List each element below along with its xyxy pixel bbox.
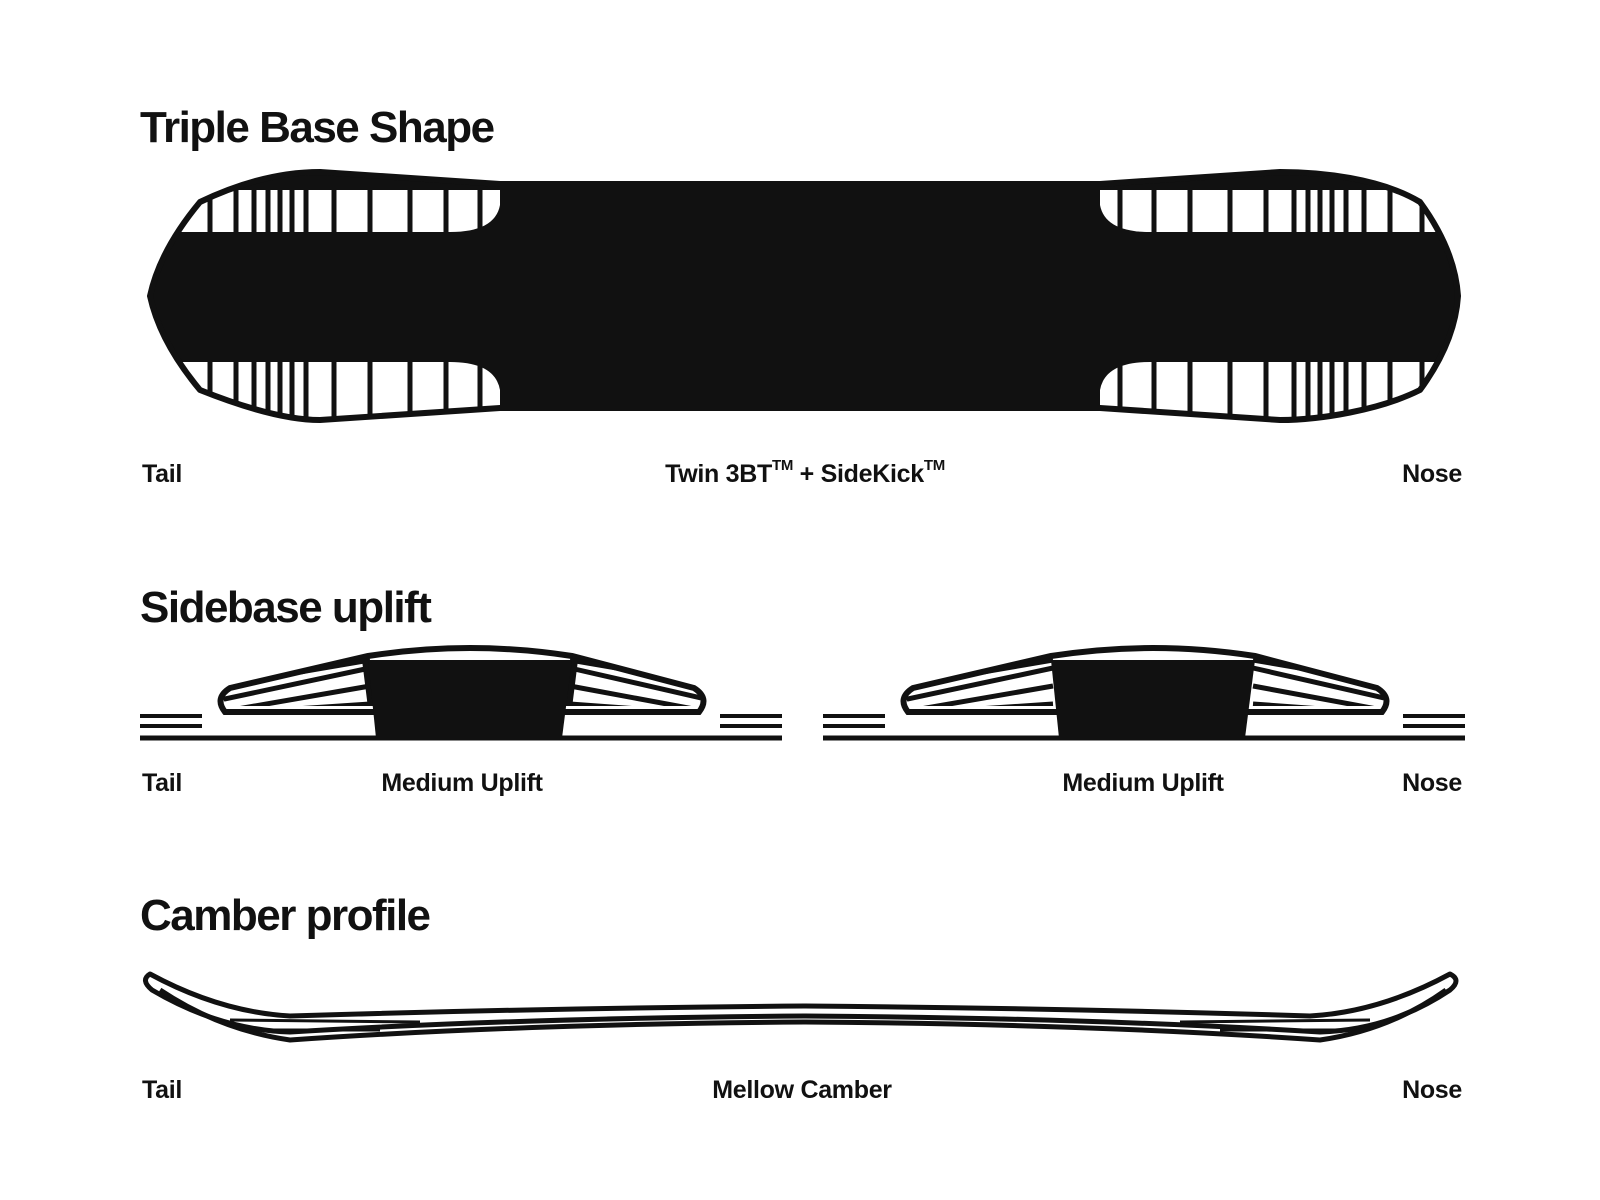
board-outline: [147, 169, 1461, 423]
base-shape-title: Triple Base Shape: [140, 103, 495, 152]
camber-profile-board: [143, 971, 1459, 1043]
tm-mark-1: TM: [771, 457, 794, 474]
sidebase-uplift-left: [217, 644, 707, 738]
base-shape-nose-label: Nose: [1402, 460, 1462, 488]
sidebase-title: Sidebase uplift: [140, 583, 432, 632]
sidebase-tail-label: Tail: [142, 769, 183, 797]
camber-diagram: [143, 971, 1459, 1043]
base-shape-center-label: Twin 3BTTM + SideKickTM: [665, 458, 945, 488]
camber-center-label: Mellow Camber: [712, 1076, 892, 1104]
base-shape-name-1: Twin 3BT: [665, 460, 772, 488]
sidebase-diagram: [140, 644, 1465, 741]
sidebase-right-label: Medium Uplift: [1062, 769, 1224, 797]
camber-nose-label: Nose: [1402, 1076, 1462, 1104]
camber-title: Camber profile: [140, 891, 431, 940]
sidebase-edge-ticks: [140, 714, 1465, 728]
base-shape-diagram: [147, 169, 1461, 423]
sidebase-nose-label: Nose: [1402, 769, 1462, 797]
tm-mark-2: TM: [923, 457, 945, 474]
camber-tail-label: Tail: [142, 1076, 183, 1104]
base-shape-tail-label: Tail: [142, 460, 183, 488]
sidebase-left-label: Medium Uplift: [381, 769, 543, 797]
base-shape-name-2: + SideKick: [793, 460, 924, 488]
sidebase-uplift-right: [900, 644, 1390, 738]
